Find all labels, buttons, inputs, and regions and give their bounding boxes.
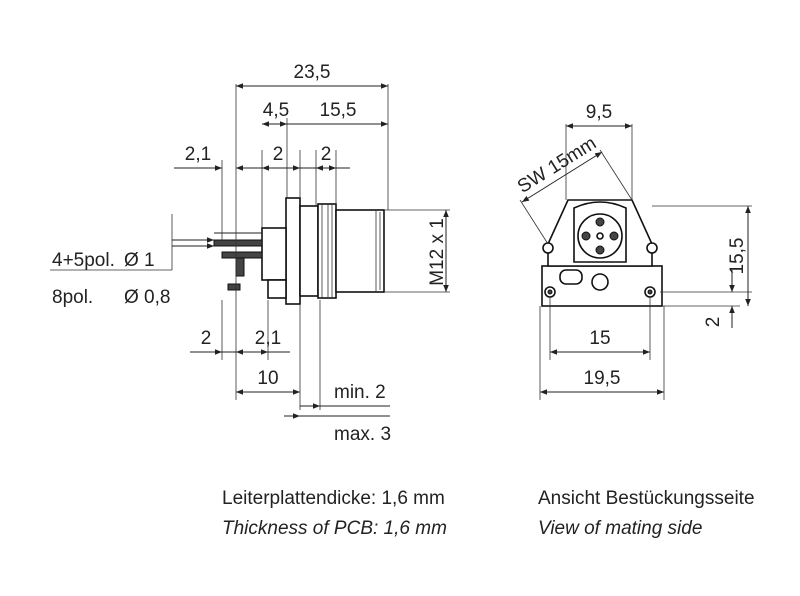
dim-nut-width: 9,5 (586, 102, 612, 123)
dim-gap-b: 2 (321, 144, 332, 165)
caption-left-en: Thickness of PCB: 1,6 mm (222, 518, 447, 539)
pin-vertical (235, 257, 245, 277)
contact-2 (581, 231, 591, 241)
dim-min: min. 2 (334, 382, 386, 403)
captions: Leiterplattendicke: 1,6 mm Thickness of … (222, 488, 755, 539)
caption-left-de: Leiterplattendicke: 1,6 mm (222, 488, 445, 509)
dim-thread: M12 x 1 (427, 218, 448, 286)
dim-wrench-size: SW 15mm (514, 133, 600, 198)
dim-hole-spacing: 15 (589, 328, 610, 349)
dim-body: 15,5 (320, 100, 357, 121)
front-view: 9,5 SW 15mm 15,5 2 15 19,5 (514, 102, 752, 400)
pin-label-row1-dia: Ø 1 (124, 250, 155, 271)
contact-4 (595, 245, 605, 255)
pin-label-row2-pol: 8pol. (52, 287, 93, 308)
dim-max: max. 3 (334, 424, 391, 445)
dim-pin-spacing: 2,1 (255, 328, 281, 349)
hex-nut (299, 205, 319, 297)
pin-row-3 (227, 283, 241, 291)
pin-label-row1-pol: 4+5pol. (52, 250, 115, 271)
rear-housing (261, 227, 287, 281)
dim-hole-offset: 2 (703, 317, 724, 328)
pin-row-2 (221, 251, 263, 259)
contact-3 (609, 231, 619, 241)
latch-mark (591, 273, 609, 291)
dim-front-height: 15,5 (727, 238, 748, 275)
caption-right-en: View of mating side (538, 518, 702, 539)
thread-section (317, 203, 337, 299)
dim-gap-a: 2 (273, 144, 284, 165)
dim-overall-width: 19,5 (584, 368, 621, 389)
pin-label-row2-dia: Ø 0,8 (124, 287, 170, 308)
dim-pcb-length: 10 (257, 368, 278, 389)
pin-row-1 (213, 239, 263, 247)
dim-overall-length: 23,5 (294, 62, 331, 83)
front-body (335, 209, 385, 293)
dim-pin-rows: 2 (201, 328, 212, 349)
contact-1 (595, 217, 605, 227)
pcb-standoff (267, 279, 287, 299)
connector-side-body (213, 197, 385, 305)
side-view: 23,5 4,5 15,5 2,1 2 2 M12 x 1 4+5pol. Ø … (50, 62, 450, 445)
coding-mark (559, 269, 583, 285)
dim-flange: 4,5 (263, 100, 289, 121)
contact-center (596, 232, 604, 240)
caption-right-de: Ansicht Bestückungsseite (538, 488, 755, 509)
dim-offset-left: 2,1 (185, 144, 211, 165)
flange (285, 197, 301, 305)
